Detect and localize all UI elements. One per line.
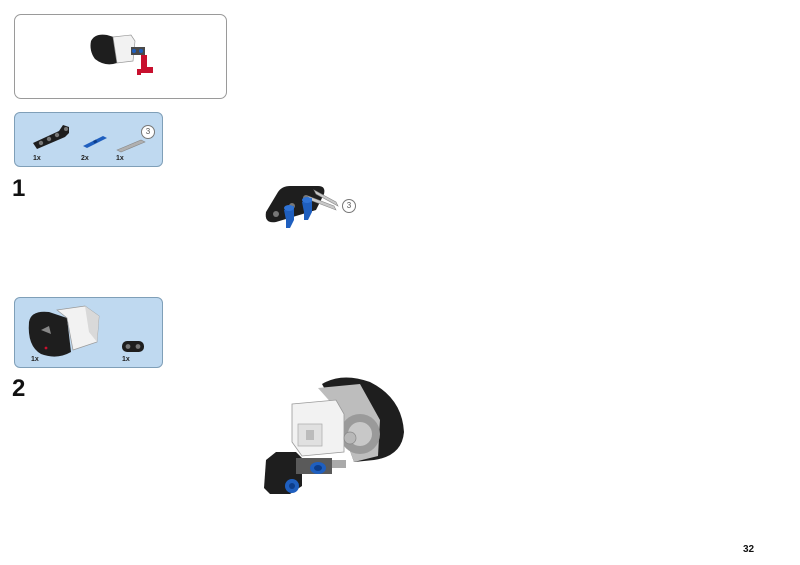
part-qty: 1x (31, 356, 39, 363)
page-number: 32 (743, 544, 755, 555)
motor-icon (28, 305, 100, 357)
blue-axle-pin-icon (83, 136, 107, 148)
part-qty: 2x (81, 155, 89, 162)
axle-length-callout: 3 (342, 199, 356, 213)
axle-length-text: 3 (346, 201, 352, 210)
step1-assembly-icon (265, 186, 339, 228)
part-qty: 1x (116, 155, 124, 162)
submodel-preview-icon (90, 34, 153, 75)
step-number: 2 (12, 375, 26, 402)
step-number: 1 (12, 175, 26, 202)
part-qty: 1x (122, 356, 130, 363)
axle-length-text: 3 (145, 127, 151, 136)
step1-parts-list: 1x 2x 1x 3 (14, 112, 163, 167)
grey-axle-icon (116, 139, 146, 153)
black-connector-icon (122, 341, 144, 352)
step2-parts-list: 1x 1x (14, 297, 163, 368)
step2-assembly-icon (264, 377, 404, 494)
part-qty: 1x (33, 155, 41, 162)
submodel-preview-box (14, 14, 227, 99)
axle-length-callout: 3 (141, 125, 155, 139)
black-liftarm-icon (33, 125, 69, 149)
